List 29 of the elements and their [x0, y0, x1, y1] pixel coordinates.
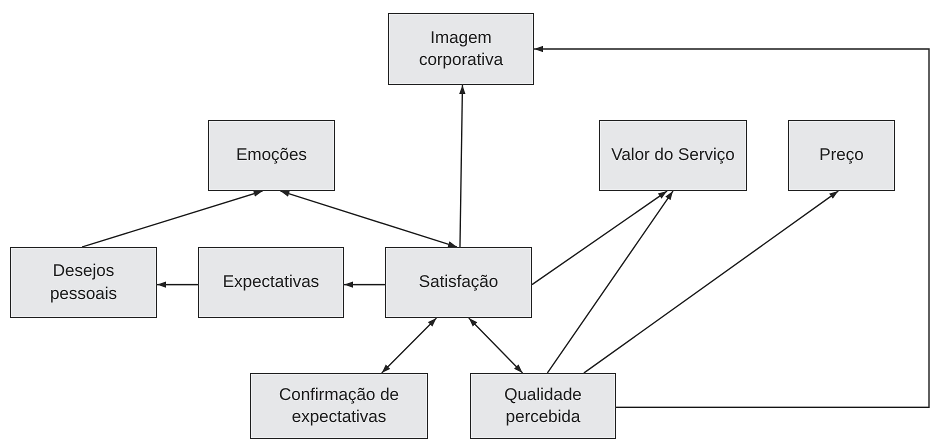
concept-box [10, 247, 157, 318]
concept-box [208, 120, 335, 191]
concept-box [385, 247, 532, 318]
box-label: Imagem corporativa [418, 26, 504, 71]
arrow [381, 318, 437, 374]
arrow [280, 190, 458, 248]
arrow [583, 190, 839, 374]
concept-box [250, 373, 428, 439]
arrow [534, 46, 930, 408]
concept-box [788, 120, 895, 191]
concept-box [470, 373, 616, 439]
arrow [157, 281, 198, 288]
arrow [459, 84, 466, 248]
concept-box [388, 13, 534, 85]
arrow [82, 190, 263, 248]
arrow [344, 281, 385, 288]
arrow [546, 190, 674, 374]
box-label: Preço [819, 144, 864, 166]
box-label: Confirmação de expectativas [278, 384, 400, 428]
box-label: Valor do Serviço [611, 144, 735, 166]
box-label: Expectativas [222, 271, 320, 294]
concept-box [599, 120, 747, 191]
arrow [532, 190, 668, 286]
box-label: Satisfação [418, 271, 498, 294]
concept-box [198, 247, 344, 318]
arrow [468, 318, 524, 374]
box-label: Qualidade percebida [503, 384, 583, 428]
box-label: Emoções [236, 144, 307, 166]
box-label: Desejos pessoais [48, 260, 118, 304]
